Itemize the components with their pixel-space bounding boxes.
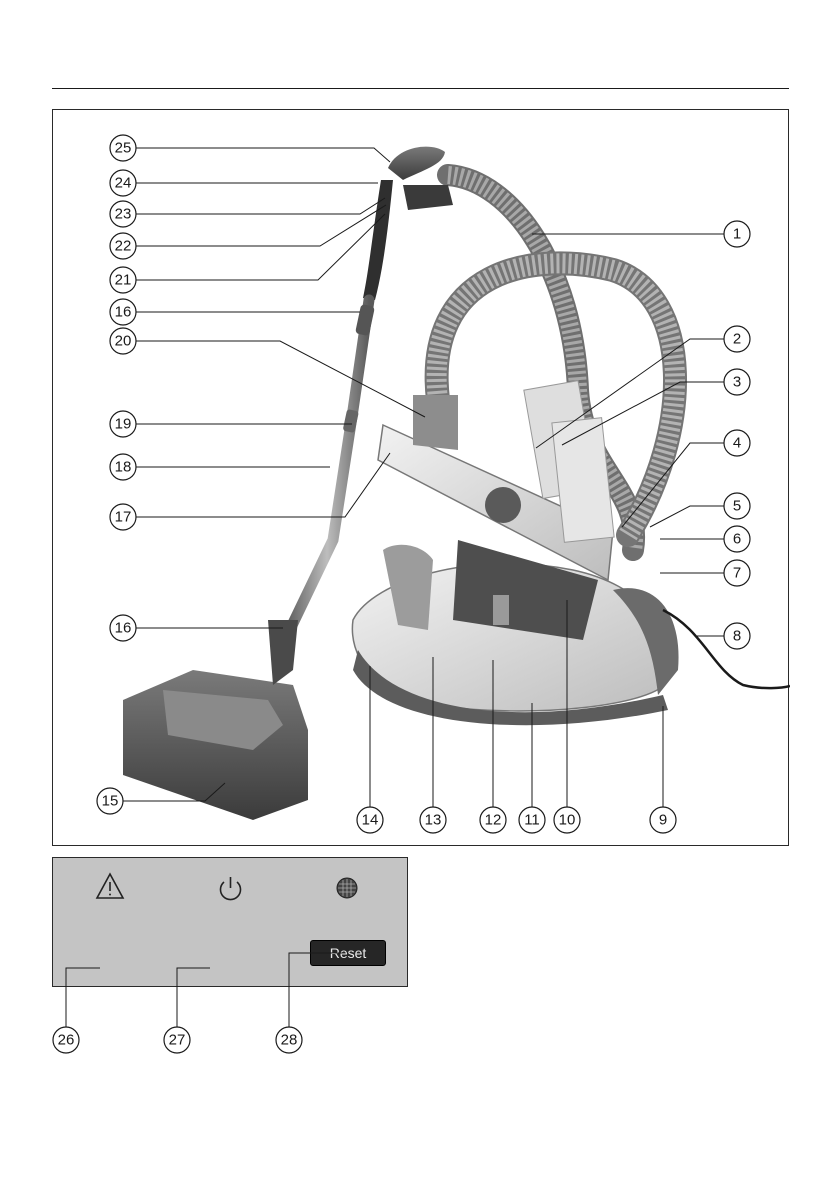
reset-button[interactable]: Reset [310, 940, 386, 966]
vacuum-illustration [53, 110, 790, 847]
floorhead [123, 670, 308, 820]
panel-icons [53, 858, 409, 988]
top-rule [52, 88, 789, 89]
telescopic-tube [285, 300, 369, 640]
callout-circle-28 [276, 1027, 302, 1053]
callout-number-26: 26 [58, 1032, 75, 1049]
handle [388, 147, 445, 180]
diagram-frame [52, 109, 789, 846]
callout-number-28: 28 [281, 1032, 298, 1049]
filter-icon [337, 878, 357, 898]
callout-number-27: 27 [169, 1032, 186, 1049]
cable [663, 610, 790, 688]
warning-icon [97, 874, 123, 898]
callout-circle-26 [53, 1027, 79, 1053]
power-icon [221, 877, 241, 900]
callout-circle-27 [164, 1027, 190, 1053]
control-panel: Reset [52, 857, 408, 987]
